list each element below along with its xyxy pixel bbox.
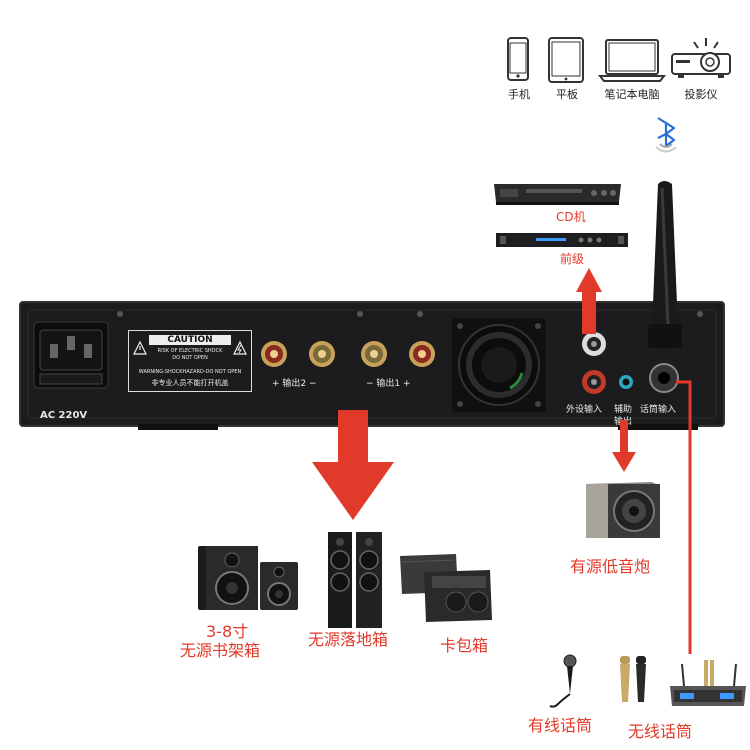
arrow-down-subwoofer bbox=[612, 420, 636, 472]
ktv-speaker-icon bbox=[398, 552, 494, 624]
bookshelf-speaker-icon bbox=[196, 544, 300, 612]
wired-mic-label: 有线话筒 bbox=[528, 712, 592, 736]
arrow-up-preamp bbox=[576, 268, 602, 334]
floor-speaker-icon bbox=[326, 530, 386, 630]
arrow-down-speakers bbox=[312, 410, 394, 520]
mic-connection-line bbox=[676, 382, 690, 654]
wireless-mic-image bbox=[610, 654, 750, 712]
bookshelf-speakers-image bbox=[196, 544, 300, 612]
floor-label: 无源落地箱 bbox=[308, 626, 388, 650]
ktv-speakers-image bbox=[398, 552, 494, 624]
subwoofer-image bbox=[582, 480, 662, 540]
wired-mic-icon bbox=[548, 654, 582, 710]
subwoofer-label: 有源低音炮 bbox=[570, 553, 650, 577]
wireless-mic-label: 无线话筒 bbox=[628, 718, 692, 742]
floor-speakers-image bbox=[326, 530, 386, 630]
wireless-mic-icon bbox=[610, 654, 750, 712]
ktv-label: 卡包箱 bbox=[440, 632, 488, 656]
wired-mic-image bbox=[548, 654, 582, 710]
bookshelf-label: 无源书架箱 bbox=[180, 637, 260, 661]
subwoofer-icon bbox=[582, 480, 662, 540]
